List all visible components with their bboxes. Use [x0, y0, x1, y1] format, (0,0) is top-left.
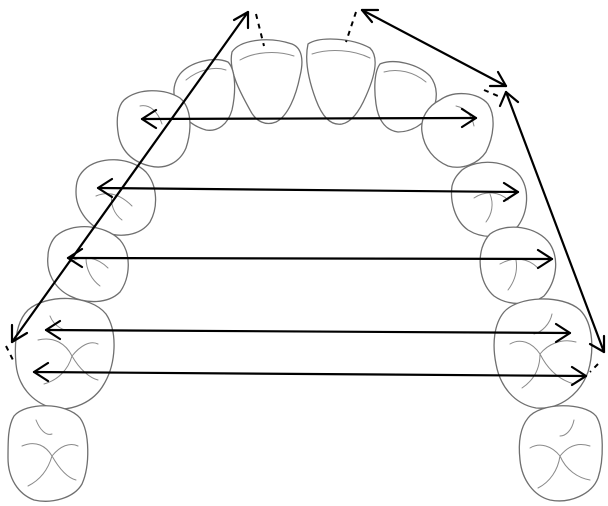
left-canine: [422, 94, 493, 168]
right-second-premolar: [48, 227, 129, 302]
left-second-molar: [519, 406, 602, 501]
left-second-premolar: [480, 227, 555, 303]
right-canine: [117, 91, 190, 167]
right-second-molar: [8, 406, 88, 501]
left-central-incisor: [307, 39, 376, 124]
inter-second-premolar-width-arrow: [68, 249, 552, 268]
inter-first-molar-width-mesial-arrow: [46, 321, 570, 342]
right-central-incisor: [231, 40, 302, 124]
left-first-premolar: [452, 162, 527, 236]
left-first-molar: [494, 299, 592, 408]
